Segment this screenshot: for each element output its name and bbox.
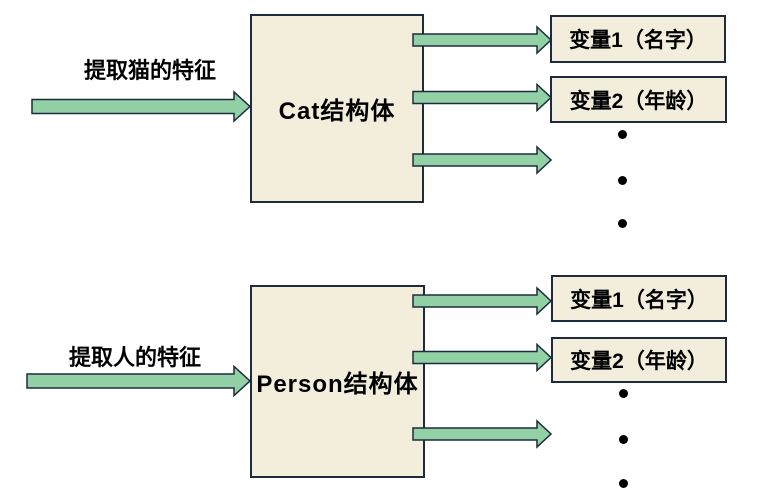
person-output-arrow-icon (412, 342, 553, 373)
cat-var1-box: 变量1（名字） (550, 15, 726, 63)
person-ellipsis-dot (619, 389, 628, 398)
person-ellipsis-dot (619, 479, 628, 488)
cat-output-arrow-icon (412, 145, 553, 175)
person-input-label: 提取人的特征 (68, 345, 201, 370)
cat-input-arrow-icon (31, 90, 252, 123)
cat-output-arrow-icon (412, 25, 553, 55)
cat-input-label: 提取猫的特征 (83, 58, 216, 83)
person-output-arrow-icon (412, 286, 553, 316)
person-var1-box: 变量1（名字） (551, 275, 727, 322)
person-struct-box: Person结构体 (250, 285, 425, 478)
person-var2-label: 变量2（年龄） (570, 350, 708, 373)
person-var1-label: 变量1（名字） (570, 288, 708, 312)
cat-output-arrow-icon (412, 82, 553, 113)
cat-ellipsis-dot (618, 219, 627, 228)
person-struct-label: Person结构体 (256, 371, 419, 398)
person-output-arrow-icon (412, 419, 553, 449)
cat-var2-label: 变量2（年龄） (569, 89, 708, 113)
person-ellipsis-dot (619, 435, 628, 444)
cat-var2-box: 变量2（年龄） (550, 76, 727, 123)
cat-struct-box: Cat结构体 (250, 14, 424, 203)
cat-var1-label: 变量1（名字） (569, 29, 707, 52)
cat-ellipsis-dot (618, 130, 627, 139)
person-var2-box: 变量2（年龄） (551, 337, 727, 383)
cat-struct-label: Cat结构体 (278, 98, 396, 125)
cat-ellipsis-dot (618, 176, 627, 185)
